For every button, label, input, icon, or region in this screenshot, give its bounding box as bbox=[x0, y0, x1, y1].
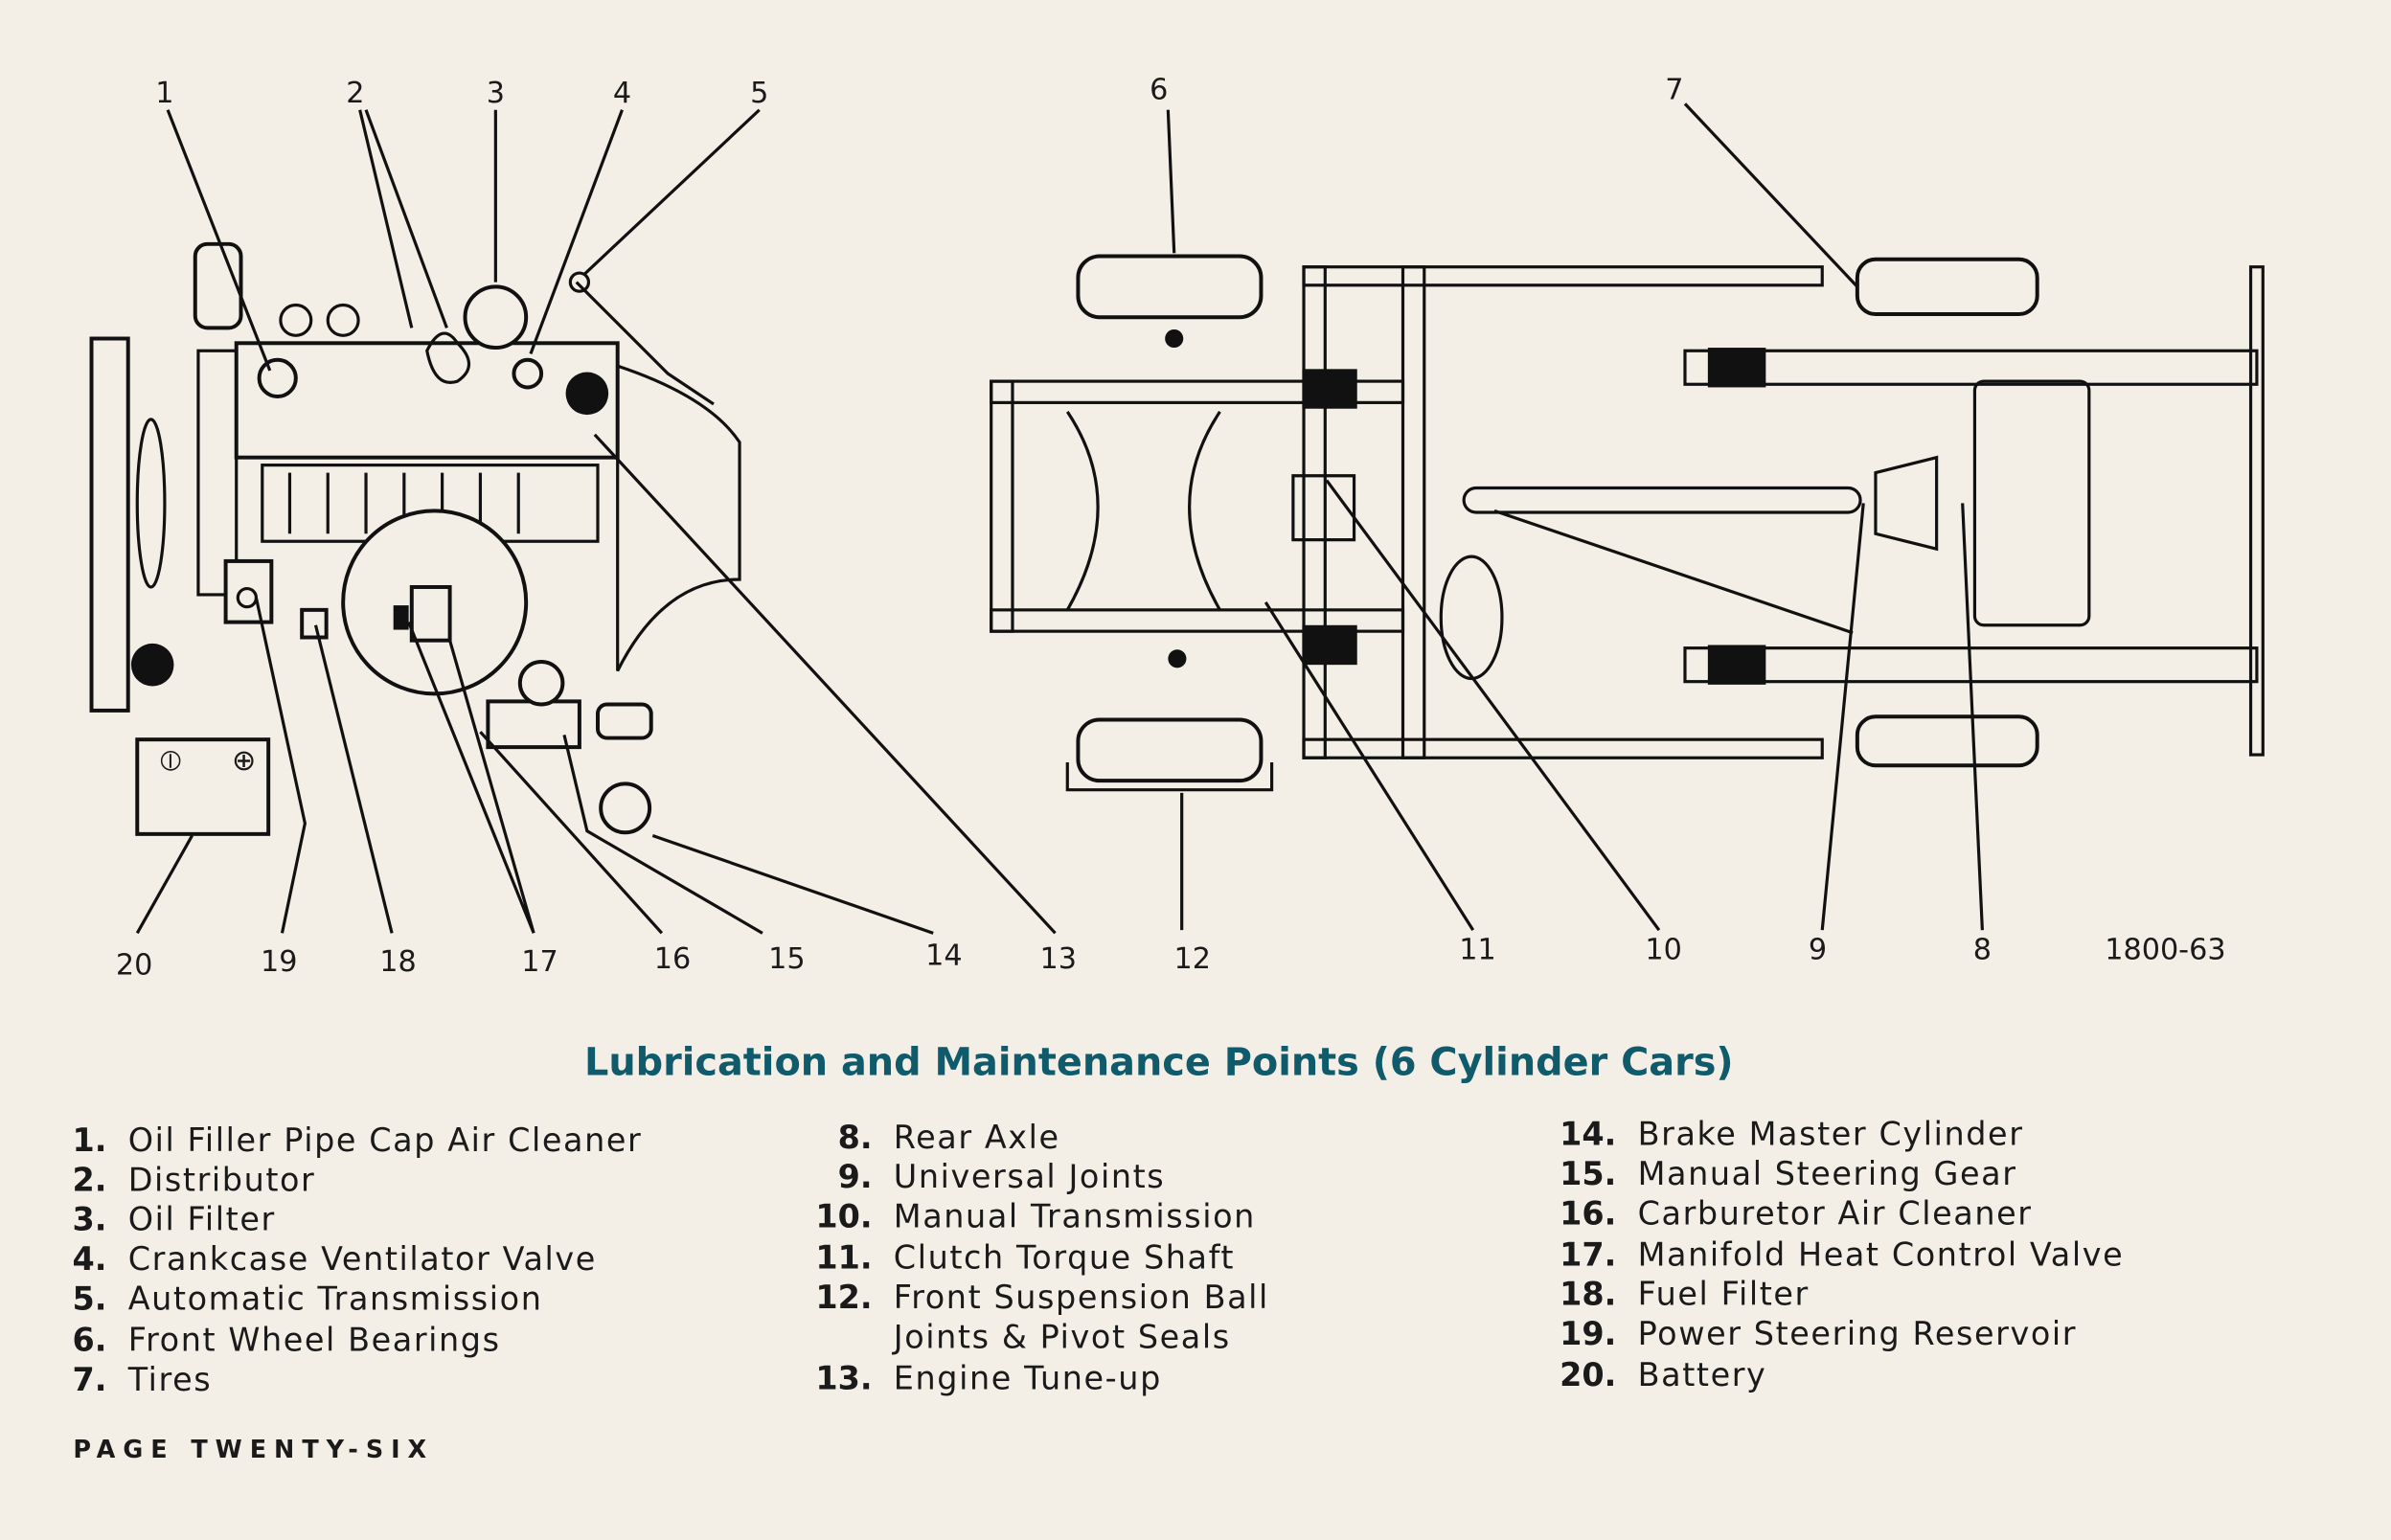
svg-text:1.: 1. bbox=[72, 1121, 106, 1159]
oil-filter bbox=[463, 284, 529, 351]
callout-3: 3 bbox=[487, 77, 505, 110]
list-item: Manual Transmission bbox=[894, 1198, 1256, 1235]
callout-numbers: 1 2 3 4 5 6 7 8 9 10 11 12 13 14 15 16 1… bbox=[116, 74, 2226, 983]
svg-text:14.: 14. bbox=[1560, 1116, 1616, 1153]
svg-text:17.: 17. bbox=[1560, 1235, 1616, 1273]
list-item: Engine Tune-up bbox=[894, 1359, 1162, 1396]
callout-20: 20 bbox=[116, 948, 152, 982]
callout-2: 2 bbox=[346, 77, 364, 110]
svg-text:10.: 10. bbox=[815, 1198, 872, 1235]
battery-point-icon bbox=[130, 643, 174, 687]
firewall bbox=[616, 363, 741, 672]
list-item: Manifold Heat Control Valve bbox=[1638, 1235, 2125, 1273]
svg-text:6.: 6. bbox=[72, 1321, 106, 1358]
rear-right-tire bbox=[1855, 714, 2039, 768]
figure-id: 1800-63 bbox=[2105, 933, 2225, 966]
page-footer: PAGE TWENTY-SIX bbox=[73, 1436, 434, 1464]
svg-text:8.: 8. bbox=[838, 1119, 873, 1156]
fuel-filter bbox=[300, 607, 329, 640]
svg-text:20.: 20. bbox=[1560, 1356, 1616, 1393]
callout-8: 8 bbox=[1973, 933, 1992, 966]
list-item: Tires bbox=[127, 1361, 213, 1398]
callout-11: 11 bbox=[1459, 933, 1495, 966]
driveshaft bbox=[1462, 486, 1862, 514]
callout-9: 9 bbox=[1809, 933, 1827, 966]
list-item: Oil Filter bbox=[128, 1201, 276, 1238]
rear-left-tire bbox=[1855, 257, 2039, 317]
chassis-diagram bbox=[990, 254, 2265, 792]
engine-block bbox=[234, 341, 620, 460]
callout-18: 18 bbox=[379, 945, 416, 979]
list-item: Clutch Torque Shaft bbox=[894, 1239, 1235, 1277]
callout-7: 7 bbox=[1665, 74, 1683, 107]
callout-14: 14 bbox=[925, 940, 962, 973]
svg-text:15.: 15. bbox=[1560, 1155, 1616, 1192]
distributor bbox=[425, 331, 471, 384]
svg-text:19.: 19. bbox=[1560, 1315, 1616, 1352]
list-item: Distributor bbox=[128, 1161, 316, 1198]
differential bbox=[1874, 455, 1939, 552]
oil-filler-cap bbox=[257, 357, 298, 398]
list-item: Manual Steering Gear bbox=[1638, 1155, 2017, 1192]
legend-column-1: 1. Oil Filler Pipe Cap Air Cleaner 2. Dist… bbox=[72, 1121, 643, 1398]
callout-17: 17 bbox=[521, 945, 558, 979]
fan-icon bbox=[135, 418, 167, 589]
list-item: Front Wheel Bearings bbox=[128, 1321, 501, 1358]
list-item: Universal Joints bbox=[894, 1158, 1165, 1195]
callout-13: 13 bbox=[1039, 942, 1076, 976]
diagram-title: Lubrication and Maintenance Points (6 Cy… bbox=[584, 1040, 1734, 1084]
legend-column-2: 8. Rear Axle 9. Universal Joints 10. Manual… bbox=[815, 1119, 1269, 1397]
master-cylinder bbox=[599, 781, 652, 835]
front-left-tire bbox=[1076, 254, 1264, 320]
svg-text:3.: 3. bbox=[72, 1201, 106, 1238]
svg-text:5.: 5. bbox=[72, 1280, 106, 1318]
callout-4: 4 bbox=[613, 77, 631, 110]
legend-list: 1. Oil Filler Pipe Cap Air Cleaner 2. Dist… bbox=[72, 1116, 2125, 1398]
list-item: Carburetor Air Cleaner bbox=[1638, 1194, 2033, 1232]
transmission-dipstick bbox=[575, 281, 715, 406]
power-steering-reservoir bbox=[223, 558, 274, 624]
list-item: Front Suspension Ball bbox=[894, 1279, 1269, 1316]
list-item: Oil Filler Pipe Cap Air Cleaner bbox=[128, 1121, 643, 1159]
callout-19: 19 bbox=[261, 945, 297, 979]
list-item: Brake Master Cylinder bbox=[1638, 1116, 2024, 1153]
callout-5: 5 bbox=[750, 77, 768, 110]
list-item-continued: Joints & Pivot Seals bbox=[892, 1318, 1231, 1355]
list-item: Fuel Filter bbox=[1638, 1276, 1810, 1313]
list-item: Crankcase Ventilator Valve bbox=[128, 1240, 597, 1278]
battery-negative-icon: ⦶ bbox=[159, 744, 181, 778]
generator bbox=[193, 241, 243, 330]
svg-text:7.: 7. bbox=[72, 1361, 106, 1398]
battery bbox=[135, 737, 271, 836]
callout-10: 10 bbox=[1645, 933, 1681, 966]
list-item: Power Steering Reservoir bbox=[1638, 1315, 2077, 1352]
svg-text:2.: 2. bbox=[72, 1161, 106, 1198]
svg-text:16.: 16. bbox=[1560, 1194, 1616, 1232]
leader-lines bbox=[135, 102, 1984, 935]
svg-text:13.: 13. bbox=[815, 1359, 872, 1396]
callout-12: 12 bbox=[1174, 942, 1211, 976]
ventilator-valve bbox=[512, 357, 544, 390]
svg-text:18.: 18. bbox=[1560, 1276, 1616, 1313]
list-item: Rear Axle bbox=[894, 1119, 1060, 1156]
list-item: Battery bbox=[1638, 1356, 1767, 1393]
list-item: Automatic Transmission bbox=[128, 1280, 543, 1318]
svg-text:12.: 12. bbox=[815, 1279, 872, 1316]
battery-positive-icon: ⊕ bbox=[232, 744, 256, 778]
callout-6: 6 bbox=[1150, 74, 1168, 107]
svg-text:9.: 9. bbox=[838, 1158, 873, 1195]
svg-text:4.: 4. bbox=[72, 1240, 106, 1278]
front-right-tire bbox=[1076, 717, 1264, 783]
callout-1: 1 bbox=[155, 77, 173, 110]
radiator bbox=[89, 336, 130, 713]
svg-text:11.: 11. bbox=[815, 1239, 872, 1277]
legend-column-3: 14. Brake Master Cylinder 15. Manual Steer… bbox=[1560, 1116, 2125, 1394]
callout-16: 16 bbox=[654, 942, 691, 976]
callout-15: 15 bbox=[768, 942, 805, 976]
